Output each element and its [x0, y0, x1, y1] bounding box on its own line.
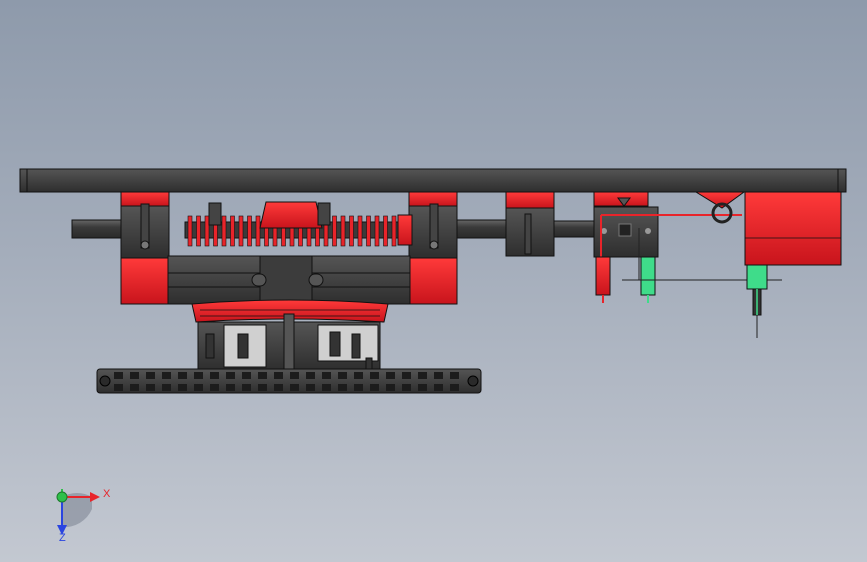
worm-tooth	[349, 215, 354, 247]
rail-slot	[210, 384, 219, 391]
rail-slot	[290, 372, 299, 379]
rail-slot	[258, 384, 267, 391]
worm-tooth	[230, 215, 235, 247]
worm-tooth	[238, 215, 244, 247]
rail-slot	[178, 384, 187, 391]
rail-slot	[434, 384, 443, 391]
rail-slot	[146, 384, 155, 391]
rail-slot	[194, 372, 203, 379]
rail-slot	[370, 384, 379, 391]
right-red-block	[744, 191, 842, 266]
rail-slot	[274, 384, 283, 391]
clamp-ring	[694, 191, 746, 224]
rail-slot	[418, 372, 427, 379]
rail-slot	[306, 372, 315, 379]
rail-slot	[306, 384, 315, 391]
rail-slot	[226, 384, 235, 391]
turntable	[191, 299, 389, 323]
worm-tooth	[357, 215, 363, 247]
rail-slot	[322, 384, 331, 391]
worm-tooth	[391, 215, 397, 247]
rail-slot	[402, 384, 411, 391]
base-housing	[197, 313, 381, 373]
y-axis-dot	[56, 491, 68, 503]
worm-tooth	[196, 215, 201, 247]
rail-slot	[226, 372, 235, 379]
worm-tooth	[187, 215, 193, 247]
rail-slot	[418, 384, 427, 391]
rail-slot	[242, 384, 251, 391]
rail-slot	[450, 372, 459, 379]
x-arrow-head	[90, 492, 100, 502]
rail-slot	[130, 384, 139, 391]
worm-tooth	[366, 215, 371, 247]
rail-slot	[354, 372, 363, 379]
worm-tooth	[332, 215, 337, 247]
worm-tooth	[255, 215, 261, 247]
rail-slot	[210, 372, 219, 379]
green-probe	[746, 264, 768, 338]
rail-slot	[114, 384, 123, 391]
rail-slot	[402, 372, 411, 379]
rail-slot	[354, 384, 363, 391]
slide-block	[167, 255, 411, 305]
worm-tooth	[247, 215, 252, 247]
rail-slot	[274, 372, 283, 379]
rail-slot	[114, 372, 123, 379]
z-arrow-head	[57, 525, 67, 535]
triad-shadow	[62, 492, 92, 528]
rail-slot	[434, 372, 443, 379]
rail-slot	[322, 372, 331, 379]
rail-slot	[162, 372, 171, 379]
worm-tooth	[221, 215, 227, 247]
middle-bearing-block	[505, 191, 555, 257]
top-plate	[19, 168, 847, 193]
rail-slot	[370, 372, 379, 379]
worm-tooth	[204, 215, 210, 247]
rail-slot	[130, 372, 139, 379]
rail-slot	[258, 372, 267, 379]
bottom-rail	[96, 368, 482, 394]
drive-shaft	[71, 219, 596, 239]
rail-slot	[194, 384, 203, 391]
x-axis-label: X	[103, 488, 111, 500]
worm-tooth	[383, 215, 388, 247]
z-axis-label: Z	[59, 532, 66, 544]
right-bearing-block	[408, 191, 458, 305]
rail-slot	[146, 372, 155, 379]
rail-slot	[450, 384, 459, 391]
rail-slot	[338, 384, 347, 391]
rail-slot	[290, 384, 299, 391]
rail-slot	[338, 372, 347, 379]
rail-slot	[386, 384, 395, 391]
worm-tooth	[340, 215, 346, 247]
worm-tooth	[374, 215, 380, 247]
rail-slot	[386, 372, 395, 379]
rail-slot	[162, 384, 171, 391]
left-bearing-block	[120, 191, 170, 305]
worm-gear	[184, 201, 413, 247]
rail-slot	[242, 372, 251, 379]
rail-slot	[178, 372, 187, 379]
coordinate-triad[interactable]: X Z	[56, 488, 111, 544]
